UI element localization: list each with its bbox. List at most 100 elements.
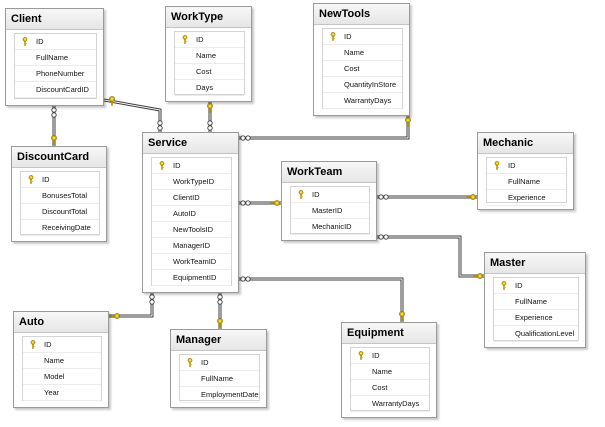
column-row[interactable]: Cost <box>323 61 402 77</box>
relationship-service-manager[interactable] <box>217 293 223 329</box>
column-row[interactable]: FullName <box>494 294 578 310</box>
column-name: Experience <box>508 193 546 202</box>
primary-key-column[interactable]: ID <box>494 278 578 294</box>
many-end-icon <box>207 120 213 131</box>
primary-key-column[interactable]: ID <box>180 355 259 371</box>
primary-key-column[interactable]: ID <box>175 32 244 48</box>
key-end-icon <box>473 273 483 279</box>
column-row[interactable]: AutoID <box>152 206 231 222</box>
relationship-service-newtools[interactable] <box>239 116 411 141</box>
table-title: Equipment <box>342 323 436 344</box>
primary-key-icon <box>182 35 188 44</box>
column-row[interactable]: Name <box>175 48 244 64</box>
column-row[interactable]: WarrantyDays <box>351 396 429 412</box>
column-row[interactable]: Experience <box>494 310 578 326</box>
column-name: Cost <box>196 67 212 76</box>
column-row[interactable]: Year <box>23 385 101 401</box>
primary-key-column[interactable]: ID <box>152 158 231 174</box>
column-name: DiscountTotal <box>42 207 88 216</box>
column-name: FullName <box>201 374 234 383</box>
column-row[interactable]: ClientID <box>152 190 231 206</box>
column-row[interactable]: ReceivingDate <box>21 220 99 236</box>
column-name: ID <box>196 35 204 44</box>
column-row[interactable]: FullName <box>15 50 96 66</box>
primary-key-column[interactable]: ID <box>21 172 99 188</box>
column-row[interactable]: Name <box>23 353 101 369</box>
primary-key-column[interactable]: ID <box>15 34 96 50</box>
column-row[interactable]: EmploymentDate <box>180 387 259 403</box>
relationship-service-worktype[interactable] <box>207 102 213 132</box>
column-name: Cost <box>344 64 360 73</box>
column-row[interactable]: EquipmentID <box>152 270 231 286</box>
table-title: DiscountCard <box>12 147 106 168</box>
primary-key-icon <box>330 32 336 41</box>
column-row[interactable]: ManagerID <box>152 238 231 254</box>
relationship-workteam-mechanic[interactable] <box>377 194 477 200</box>
column-row[interactable]: MechanicID <box>291 219 369 235</box>
column-row[interactable]: MasterID <box>291 203 369 219</box>
column-row[interactable]: BonusesTotal <box>21 188 99 204</box>
column-row[interactable]: Model <box>23 369 101 385</box>
column-row[interactable]: QualificationLevel <box>494 326 578 342</box>
many-end-icon <box>240 200 251 206</box>
column-row[interactable]: WorkTeamID <box>152 254 231 270</box>
column-row[interactable]: PhoneNumber <box>15 66 96 82</box>
relationship-workteam-master[interactable] <box>377 234 484 279</box>
primary-key-column[interactable]: ID <box>291 187 369 203</box>
column-row[interactable]: Days <box>175 80 244 96</box>
column-row[interactable]: WarrantyDays <box>323 93 402 109</box>
column-name: ID <box>36 37 44 46</box>
column-row[interactable]: Experience <box>487 190 566 206</box>
column-row[interactable]: DiscountTotal <box>21 204 99 220</box>
key-end-icon <box>405 117 411 127</box>
column-row[interactable]: NewToolsID <box>152 222 231 238</box>
primary-key-column[interactable]: ID <box>487 158 566 174</box>
column-row[interactable]: QuantityInStore <box>323 77 402 93</box>
relationship-service-auto[interactable] <box>109 293 155 319</box>
primary-key-column[interactable]: ID <box>23 337 101 353</box>
column-name: ID <box>312 190 320 199</box>
relationship-service-workteam[interactable] <box>239 200 281 206</box>
column-row[interactable]: WorkTypeID <box>152 174 231 190</box>
relationship-service-client[interactable] <box>103 96 163 132</box>
column-name: ID <box>42 175 50 184</box>
primary-key-icon <box>187 358 193 367</box>
column-row[interactable]: Name <box>323 45 402 61</box>
column-name: NewToolsID <box>173 225 214 234</box>
column-row[interactable]: DiscountCardID <box>15 82 96 98</box>
column-row[interactable]: Name <box>351 364 429 380</box>
column-name: ReceivingDate <box>42 223 91 232</box>
primary-key-column[interactable]: ID <box>323 29 402 45</box>
column-row[interactable]: Cost <box>175 64 244 80</box>
relationship-client-discountcard[interactable] <box>51 106 57 146</box>
column-name: ID <box>372 351 380 360</box>
primary-key-icon <box>22 37 28 46</box>
column-row[interactable]: Cost <box>351 380 429 396</box>
column-row[interactable]: FullName <box>487 174 566 190</box>
relationship-service-equipment[interactable] <box>239 276 405 322</box>
primary-key-icon <box>494 161 500 170</box>
many-end-icon <box>157 120 163 131</box>
column-row[interactable]: FullName <box>180 371 259 387</box>
key-end-icon <box>217 318 223 328</box>
primary-key-column[interactable]: ID <box>351 348 429 364</box>
key-end-icon <box>399 311 405 321</box>
